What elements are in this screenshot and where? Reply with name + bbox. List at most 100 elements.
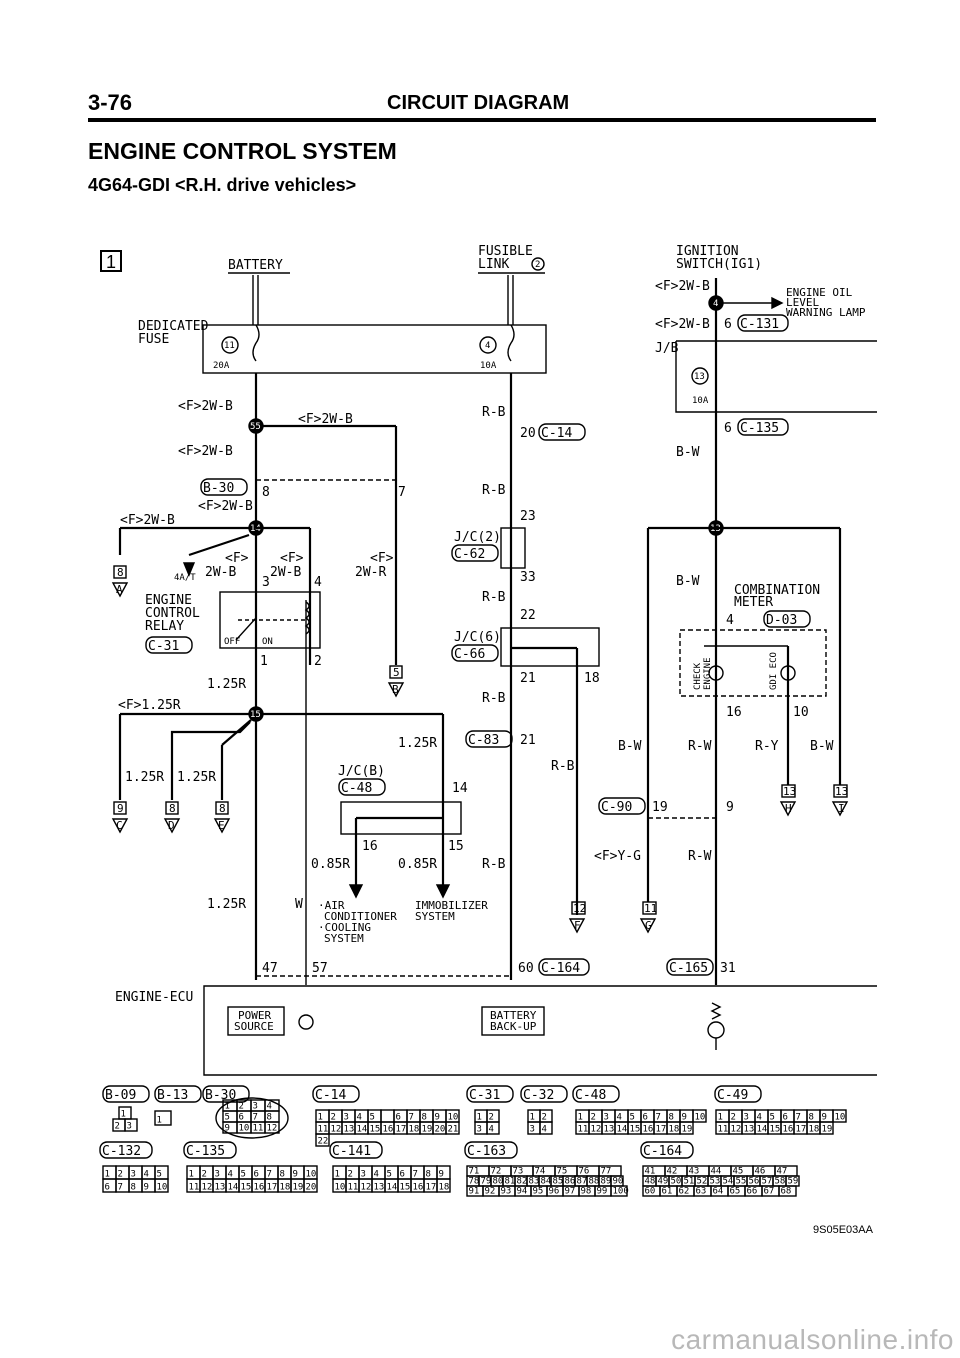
c132-pin: 9 [144, 1183, 149, 1193]
pin-15: 15 [448, 839, 464, 854]
pin-21b: 21 [520, 733, 536, 748]
c48-pin: 18 [669, 1125, 680, 1135]
c163c-pin: 97 [565, 1187, 576, 1197]
battery-backup-2: BACK-UP [490, 1020, 537, 1033]
c49-pin: 6 [783, 1113, 788, 1123]
sheet-marker-box [100, 250, 122, 272]
c163a-pin: 74 [535, 1167, 546, 1177]
c48-pin: 1 [578, 1113, 583, 1123]
jc2-label: J/C(2) [454, 530, 501, 545]
c48-pin: 13 [604, 1125, 615, 1135]
offpage-d-letter: D [168, 819, 175, 832]
c141-pin: 12 [361, 1183, 372, 1193]
c141-pin: 14 [387, 1183, 398, 1193]
offpage-b-tri [387, 682, 405, 698]
section-title: CIRCUIT DIAGRAM [387, 92, 570, 114]
wire-ry: R-Y [755, 739, 779, 754]
offpage-d-tri [163, 818, 181, 834]
arrow-oil-lamp [771, 296, 784, 310]
wire-bw-3: B-W [618, 739, 642, 754]
c14-pin: 8 [422, 1113, 427, 1123]
pin-18: 18 [584, 671, 600, 686]
c135-pin: 15 [241, 1183, 252, 1193]
c164b-pin: 54 [723, 1177, 734, 1187]
c164b-pin: 55 [736, 1177, 747, 1187]
immob-1: IMMOBILIZER [415, 899, 488, 912]
offpage-d-box [165, 801, 179, 815]
wire-label-5: <F>2W-B [120, 513, 175, 528]
b30-cell [264, 1121, 280, 1134]
c164b-pin: 56 [749, 1177, 760, 1187]
c163a-pin: 72 [491, 1167, 502, 1177]
splice-14-no: 14 [250, 524, 261, 534]
pin-9: 9 [726, 800, 734, 815]
c135-pin: 11 [189, 1183, 200, 1193]
wire-bw-1: B-W [676, 445, 700, 460]
c163c-pin: 94 [517, 1187, 528, 1197]
wire-2wb-2: 2W-B [270, 565, 301, 580]
conn-c131-box [737, 314, 789, 332]
fuse-11-rating: 20A [213, 361, 230, 371]
cv-c132-box [99, 1141, 153, 1159]
b30-pin: 9 [225, 1124, 230, 1134]
c164b-pin: 51 [684, 1177, 695, 1187]
ecu-label: ENGINE-ECU [115, 990, 193, 1005]
c164c-pin: 66 [747, 1187, 758, 1197]
offpage-f-num: 12 [573, 902, 586, 915]
wire-125r-5: 1.25R [207, 897, 246, 912]
cv-c14: C-14 [315, 1088, 346, 1103]
pin-16: 16 [362, 839, 378, 854]
c14-pin: 22 [318, 1137, 329, 1147]
conn-c90: C-90 [601, 800, 632, 815]
c135-pin: 9 [293, 1170, 298, 1180]
c135-pin: 18 [280, 1183, 291, 1193]
cv-c135: C-135 [186, 1144, 225, 1159]
conn-c165-box [666, 958, 714, 976]
c163c-cell [610, 1185, 628, 1197]
ecu-box [203, 985, 877, 1076]
wire-fyg: <F>Y-G [594, 849, 641, 864]
c163b-pin: 88 [589, 1177, 600, 1187]
wire-label-3: <F>2W-B [178, 444, 233, 459]
c163b-pin: 82 [517, 1177, 528, 1187]
c141-pin: 3 [361, 1170, 366, 1180]
c163b-pin: 81 [505, 1177, 516, 1187]
conn-c31: C-31 [148, 639, 179, 654]
c164b-pin: 59 [788, 1177, 799, 1187]
c164a-pin: 42 [667, 1167, 678, 1177]
immob-2: SYSTEM [415, 910, 455, 923]
pin-16b: 16 [726, 705, 742, 720]
c163c-pin: 96 [549, 1187, 560, 1197]
arrow-aircon [348, 884, 364, 899]
conn-c48-box [338, 778, 386, 796]
c163c-pin: 95 [533, 1187, 544, 1197]
cv-c164-box [640, 1141, 694, 1159]
meter-label-2: METER [734, 595, 773, 610]
offpage-e-letter: E [218, 819, 225, 832]
c164b-pin: 57 [762, 1177, 773, 1187]
c135-pin: 8 [280, 1170, 285, 1180]
offpage-e-box [215, 801, 229, 815]
pin-23: 23 [520, 509, 536, 524]
conn-c62: C-62 [454, 547, 485, 562]
b13-cell [154, 1110, 172, 1126]
c164c-pin: 60 [645, 1187, 656, 1197]
c163b-pin: 84 [541, 1177, 552, 1187]
header-rule [88, 118, 876, 122]
offpage-f-box [571, 901, 586, 915]
wire-125r-1: 1.25R [207, 677, 246, 692]
ignition-label-2: SWITCH(IG1) [676, 257, 762, 272]
c48-pin: 10 [695, 1113, 706, 1123]
relay-box [219, 591, 321, 649]
c31-pin: 4 [489, 1125, 494, 1135]
cv-b30-shape [215, 1097, 289, 1139]
c49-pin: 11 [718, 1125, 729, 1135]
c164c-pin: 61 [662, 1187, 673, 1197]
offpage-i-letter: I [838, 802, 845, 815]
conn-c135: C-135 [740, 421, 779, 436]
c48-pin: 3 [604, 1113, 609, 1123]
ig-splice-4-no: 4 [713, 299, 718, 309]
cv-c164: C-164 [643, 1144, 682, 1159]
b09b-pin: 3 [127, 1122, 132, 1132]
